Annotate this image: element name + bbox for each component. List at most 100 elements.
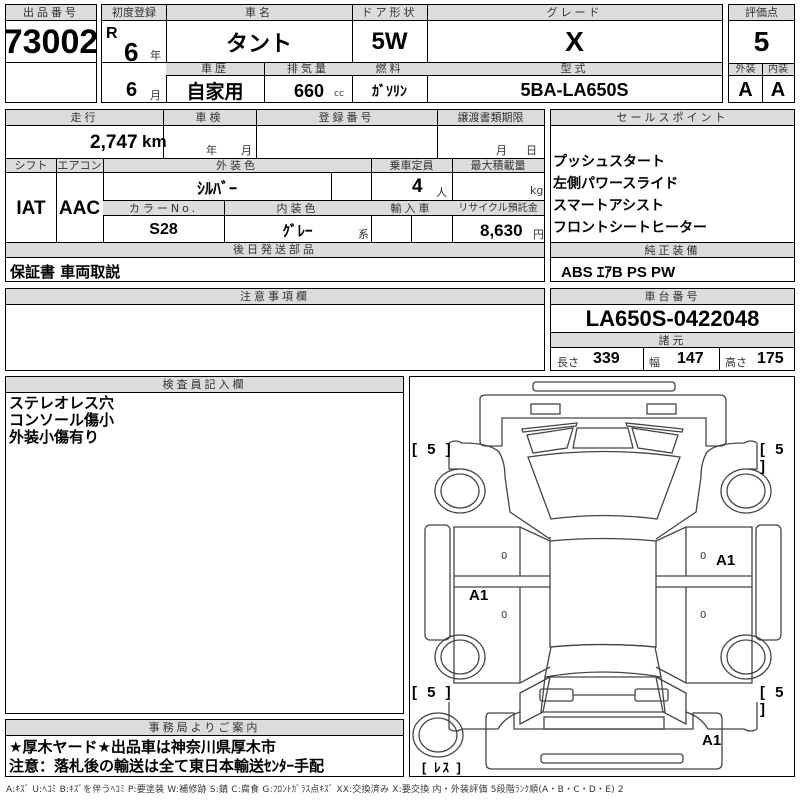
sales-point-item: スマートアシスト (553, 198, 665, 214)
fuel-value: ｶﾞｿﾘﾝ (372, 83, 407, 100)
spare-tire-label: [ ﾚｽ ] (422, 760, 463, 775)
office-notice-label: 事務局よりご案内 (6, 720, 403, 736)
sales-point-item: 左側パワースライド (553, 176, 679, 192)
car-name-label: 車名 (166, 5, 352, 21)
divider (166, 5, 167, 102)
import-label: 輸入車 (371, 200, 452, 216)
divider (719, 348, 720, 370)
car-name-value: タント (225, 32, 292, 57)
genuine-equipment-value: ABS ｴｱB PS PW (561, 264, 676, 281)
specs-label: 諸元 (551, 332, 794, 348)
damage-mark-rear-bumper: A1 (702, 732, 722, 749)
grade-label: グレード (427, 5, 722, 21)
score-value: 5 (753, 26, 770, 57)
exterior-color-value: ｼﾙﾊﾞｰ (196, 178, 237, 198)
capacity-label: 乗車定員 (371, 159, 452, 173)
month-unit: 月 (150, 89, 161, 102)
registration-year: 6 (124, 37, 139, 67)
chassis-box: 車台番号 LA650S-0422048 諸元 長さ 339 幅 147 高さ 1… (550, 288, 795, 371)
first-registration-label: 初度登録 (102, 5, 166, 21)
inspector-line: ステレオレス穴 (9, 394, 115, 412)
divider (256, 110, 257, 158)
exterior-score: A (738, 79, 753, 101)
inspector-label: 検査員記入欄 (6, 377, 403, 393)
registration-no-label: 登録番号 (256, 110, 437, 126)
divider (166, 62, 722, 63)
history-label: 車歴 (166, 63, 264, 76)
office-notice-box: 事務局よりご案内 ★厚木ヤード★出品車は神奈川県厚木市 注意：落札後の輸送は全て… (5, 719, 404, 777)
genuine-equipment-label: 純正装備 (551, 242, 794, 258)
capacity-unit: 人 (436, 186, 447, 199)
recycle-value: 8,630 (480, 221, 523, 240)
divider (762, 63, 763, 102)
sales-point-item: プッシュスタート (553, 154, 665, 170)
recycle-label: リサイクル預託金 (452, 200, 544, 216)
transfer-month-unit: 月 (496, 144, 507, 157)
interior-color-suffix: 系 (358, 228, 369, 241)
model-code-label: 型式 (427, 63, 722, 76)
color-no-label: カラーNo. (103, 200, 224, 216)
mileage-label: 走行 (6, 110, 163, 126)
interior-color-label: 内装色 (224, 200, 371, 216)
tire-front-right-label: [ 5 ] (760, 441, 787, 475)
length-label: 長さ (557, 356, 579, 369)
aircon-value: AAC (58, 197, 101, 219)
length-value: 339 (593, 350, 620, 367)
displacement-value: 660 (294, 81, 325, 101)
history-value: 自家用 (186, 81, 244, 103)
height-label: 高さ (725, 356, 747, 369)
sales-points-list: プッシュスタート 左側パワースライド スマートアシスト フロントシートヒーター (553, 151, 707, 239)
chassis-value: LA650S-0422048 (585, 305, 760, 331)
grade-value: X (565, 26, 584, 57)
door-handle-mark: 0 (700, 551, 707, 562)
sales-point-item: フロントシートヒーター (553, 220, 707, 236)
damage-code-legend: A:ｷｽﾞ U:ﾍｺﾐ B:ｷｽﾞを伴うﾍｺﾐ P:要塗装 W:補修跡 S:錆 … (6, 785, 624, 795)
divider (102, 62, 166, 63)
exterior-label: 外装 (729, 63, 762, 76)
capacity-value: 4 (412, 176, 423, 197)
office-notice-line: 注意：落札後の輸送は全て東日本輸送ｾﾝﾀｰ手配 (9, 757, 325, 775)
divider (6, 158, 544, 159)
shift-value: IAT (16, 197, 46, 219)
recycle-unit: 円 (533, 228, 544, 241)
door-handle-mark: 0 (700, 610, 707, 621)
interior-color-value: ｸﾞﾚｰ (282, 221, 313, 240)
fuel-label: 燃料 (352, 63, 427, 76)
height-value: 175 (757, 350, 784, 367)
sales-points-box: セールスポイント プッシュスタート 左側パワースライド スマートアシスト フロン… (550, 109, 795, 282)
vehicle-details-box: 走行 車検 登録番号 譲渡書類期限 2,747 km 年 月 月 日 シフト エ… (5, 109, 545, 244)
chassis-label: 車台番号 (551, 289, 794, 305)
score-box: 評価点 5 外装 内装 A A (728, 4, 795, 103)
mileage-unit: km (142, 132, 167, 151)
tire-front-left-label: [ 5 ] (412, 441, 454, 458)
door-handle-mark: 0 (501, 610, 508, 621)
model-code-value: 5BA-LA650S (520, 80, 629, 100)
exterior-color-label: 外装色 (103, 159, 371, 173)
width-label: 幅 (649, 356, 660, 369)
tire-rear-left-label: [ 5 ] (412, 684, 454, 701)
interior-label: 内装 (762, 63, 794, 76)
doors-value: 5W (371, 28, 408, 55)
office-notice-line: ★厚木ヤード★出品車は神奈川県厚木市 (9, 738, 276, 756)
divider (331, 173, 332, 200)
later-parts-value: 保証書 車両取説 (10, 263, 121, 281)
displacement-label: 排気量 (264, 63, 352, 76)
later-parts-label: 後日発送部品 (6, 243, 544, 258)
divider (264, 62, 265, 102)
shift-label: シフト (6, 159, 56, 173)
divider (437, 110, 438, 158)
year-unit: 年 (150, 49, 161, 62)
damage-mark-right-front-door: A1 (716, 552, 736, 569)
inspector-line: 外装小傷有り (9, 428, 100, 446)
notes-box: 注意事項欄 (5, 288, 545, 371)
divider (427, 5, 428, 102)
width-value: 147 (677, 350, 704, 367)
lot-number-value: 73002 (3, 22, 99, 61)
door-handle-mark: 0 (501, 551, 508, 562)
inspection-month-unit: 月 (241, 144, 252, 157)
lot-number-label: 出品番号 (6, 5, 96, 21)
later-parts-box: 後日発送部品 保証書 車両取説 (5, 242, 545, 282)
notes-label: 注意事項欄 (6, 289, 544, 305)
max-load-unit: kg (530, 184, 544, 197)
divider (163, 110, 164, 158)
